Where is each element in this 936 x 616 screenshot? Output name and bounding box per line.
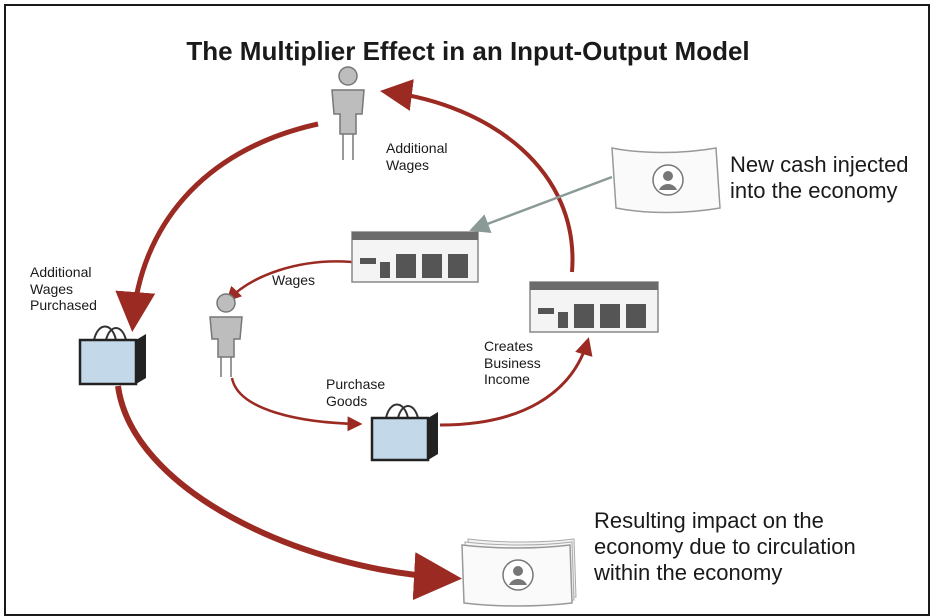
arrow-bag-to-business — [439, 337, 593, 427]
shopping-bag-icon — [370, 403, 438, 462]
store-icon — [351, 231, 479, 283]
label-creates-business-income: Creates Business Income — [484, 338, 541, 388]
label-wages: Wages — [272, 272, 316, 288]
diagram-frame — [4, 4, 930, 616]
store-icon — [529, 281, 659, 333]
arrow-person-to-bag — [230, 377, 363, 432]
label-resulting-impact: Resulting impact on the economy due to c… — [594, 508, 856, 585]
arrow-bag-to-impact — [115, 385, 462, 601]
arrow-cash-to-store — [469, 175, 613, 234]
arrow-store-to-person — [226, 260, 353, 302]
label-additional-wages: Additional Wages — [386, 140, 448, 173]
cash-bill-icon — [611, 147, 721, 214]
shopping-bag-icon — [78, 325, 146, 386]
person-icon — [209, 293, 243, 377]
arrow-wages-to-bag-left — [115, 121, 319, 332]
person-icon — [331, 66, 365, 160]
label-purchase-goods: Purchase Goods — [326, 376, 386, 409]
arrow-business-to-person-top — [380, 79, 575, 273]
diagram-title: The Multiplier Effect in an Input-Output… — [186, 36, 750, 66]
cash-bill-icon — [461, 538, 577, 607]
label-new-cash: New cash injected into the economy — [730, 152, 909, 203]
label-additional-wages-purchased: Additional Wages Purchased — [30, 264, 97, 314]
